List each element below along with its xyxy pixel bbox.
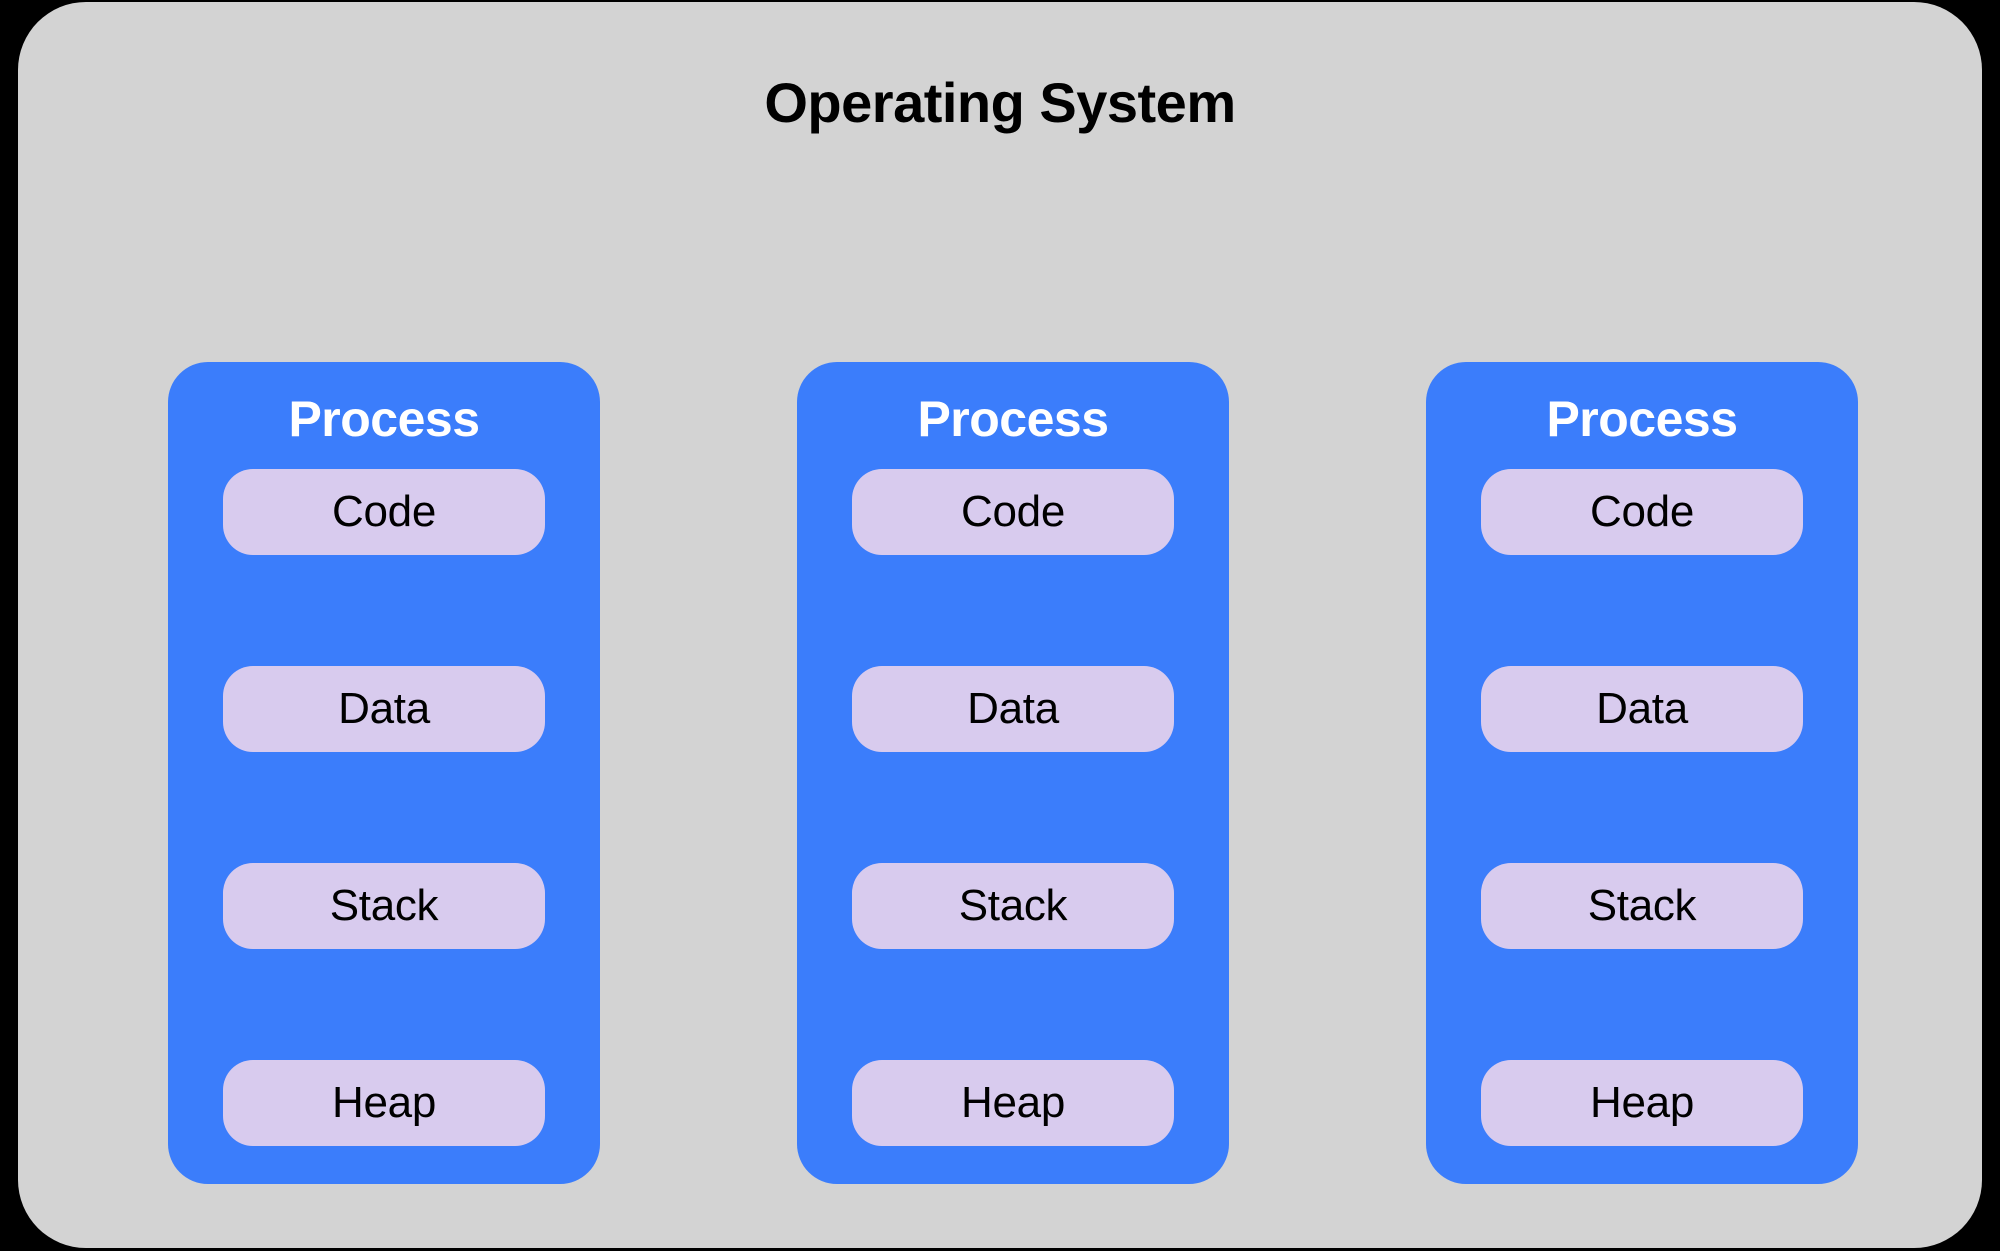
segment-list-1: Code Data Stack Heap (223, 469, 545, 1150)
segment-chip-code-3[interactable]: Code (1481, 469, 1803, 555)
process-label-2: Process (917, 391, 1109, 447)
operating-system-container: Operating System Process Code Data Stack… (18, 2, 1982, 1248)
segment-chip-code-2[interactable]: Code (852, 469, 1174, 555)
process-label-1: Process (288, 391, 480, 447)
segment-chip-stack-3[interactable]: Stack (1481, 863, 1803, 949)
segment-chip-heap-1[interactable]: Heap (223, 1060, 545, 1146)
process-row: Process Code Data Stack Heap Process Cod… (168, 362, 1858, 1184)
page-title: Operating System (764, 71, 1236, 134)
segment-chip-heap-2[interactable]: Heap (852, 1060, 1174, 1146)
segment-chip-code-1[interactable]: Code (223, 469, 545, 555)
segment-chip-heap-3[interactable]: Heap (1481, 1060, 1803, 1146)
process-box-1[interactable]: Process Code Data Stack Heap (168, 362, 600, 1184)
process-box-3[interactable]: Process Code Data Stack Heap (1426, 362, 1858, 1184)
segment-chip-data-1[interactable]: Data (223, 666, 545, 752)
process-label-3: Process (1546, 391, 1738, 447)
segment-list-3: Code Data Stack Heap (1481, 469, 1803, 1150)
segment-chip-stack-2[interactable]: Stack (852, 863, 1174, 949)
segment-chip-stack-1[interactable]: Stack (223, 863, 545, 949)
process-box-2[interactable]: Process Code Data Stack Heap (797, 362, 1229, 1184)
segment-list-2: Code Data Stack Heap (852, 469, 1174, 1150)
segment-chip-data-3[interactable]: Data (1481, 666, 1803, 752)
segment-chip-data-2[interactable]: Data (852, 666, 1174, 752)
